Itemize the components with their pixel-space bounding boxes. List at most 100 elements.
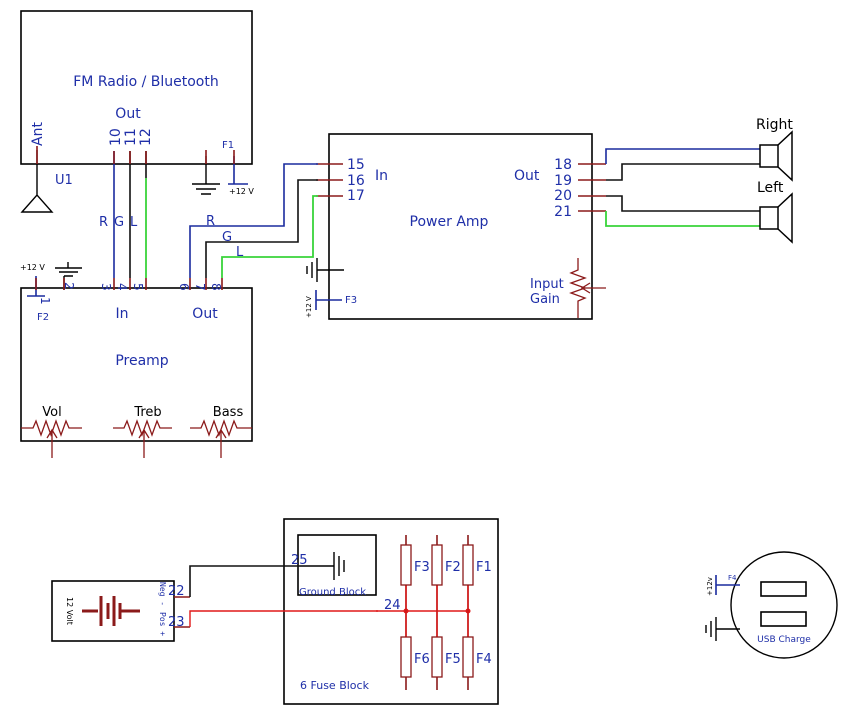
preamp-pin-3: 3 — [99, 283, 113, 291]
radio-to-preamp-wires: R G L — [99, 151, 147, 278]
fuse-block-module: 6 Fuse Block Ground Block 25 24 F3 F2 F1… — [283, 518, 499, 705]
radio-pin-11: 11 — [123, 128, 139, 146]
preamp-pin-6: 6 — [177, 283, 191, 291]
battery-neg-label: Neg - — [158, 582, 167, 606]
preamp-pin-stubs — [35, 278, 223, 290]
battery-pin-22: 22 — [168, 584, 185, 599]
radio-pin-12: 12 — [138, 128, 154, 146]
wire-label-l-in: L — [130, 215, 138, 230]
preamp-pin-1: 1 — [38, 297, 52, 305]
right-speaker-cone — [777, 130, 793, 182]
wire-left-pos — [606, 195, 760, 212]
usb-fuse-label: F4 — [728, 574, 737, 582]
preamp-box — [20, 287, 253, 442]
amp-ground-icon — [306, 258, 344, 282]
radio-supply-label: +12 V — [229, 187, 254, 196]
radio-ground-icon — [192, 156, 220, 195]
battery-pin-stubs — [174, 596, 190, 628]
fuse-label-f4: F4 — [476, 652, 492, 667]
amp-fuse-label: F3 — [345, 295, 357, 306]
amp-pin-16: 16 — [347, 173, 365, 189]
radio-fuse-label: F1 — [222, 140, 234, 151]
wire-battery-neg — [189, 565, 300, 597]
ground-pin-25: 25 — [291, 553, 308, 568]
power-amp-module: Power Amp In Out 15 16 17 18 19 20 21 In… — [305, 133, 606, 320]
bus-pin-24: 24 — [384, 598, 401, 613]
wire-g-out — [205, 179, 318, 278]
vol-pot-icon — [21, 419, 82, 458]
fuse-label-f2: F2 — [445, 560, 461, 575]
amp-pin-15: 15 — [347, 157, 365, 173]
ground-block-label: Ground Block — [299, 587, 366, 598]
preamp-out-label: Out — [192, 306, 218, 322]
fuse-f3-icon — [400, 544, 412, 586]
battery-pos-label: Pos + — [158, 612, 167, 636]
right-speaker: Right — [756, 117, 793, 182]
fuse-f2-icon — [431, 544, 443, 586]
preamp-fuse-label: F2 — [37, 312, 49, 323]
left-speaker-label: Left — [757, 180, 784, 196]
usb-supply-icon — [715, 575, 740, 595]
usb-supply-label: +12v — [706, 577, 714, 596]
preamp-title: Preamp — [115, 353, 168, 369]
amp-title: Power Amp — [410, 214, 489, 230]
battery-wires — [189, 565, 378, 627]
battery-label: 12 Volt — [65, 597, 74, 625]
usb-body — [730, 551, 838, 659]
amp-in-label: In — [375, 168, 388, 184]
battery-box — [51, 580, 175, 642]
right-speaker-icon — [759, 144, 779, 168]
right-speaker-label: Right — [756, 117, 793, 133]
wire-right-neg — [606, 163, 760, 181]
preamp-in-label: In — [115, 306, 128, 322]
fuse-f4-icon — [462, 636, 474, 678]
amp-gain-label-1: Input — [530, 277, 564, 292]
preamp-module: Preamp In Out 1 2 3 4 5 6 7 8 +12 V F2 V… — [20, 262, 253, 458]
amp-output-pins — [578, 163, 606, 212]
preamp-pin-4: 4 — [115, 283, 129, 291]
radio-pin-10: 10 — [108, 128, 124, 146]
wire-right-pos — [605, 148, 760, 164]
preamp-control-bass: Bass — [213, 405, 244, 420]
fuse-label-f1: F1 — [476, 560, 492, 575]
amp-pin-18: 18 — [554, 157, 572, 173]
wire-l-out — [221, 195, 318, 278]
preamp-control-treb: Treb — [133, 405, 161, 420]
preamp-ground-icon — [55, 262, 82, 277]
amp-supply-label: +12 V — [305, 296, 313, 318]
antenna-label: Ant — [30, 122, 46, 146]
usb-port-1 — [760, 581, 807, 597]
amp-pin-20: 20 — [554, 188, 572, 204]
usb-port-2 — [760, 611, 807, 627]
radio-box — [20, 10, 253, 165]
preamp-pin-7: 7 — [193, 283, 207, 291]
wire-label-r-out: R — [206, 214, 215, 229]
fuse-label-f3: F3 — [414, 560, 430, 575]
radio-title: FM Radio / Bluetooth — [73, 74, 219, 90]
left-speaker: Left — [757, 180, 793, 244]
wire-r-out — [189, 163, 318, 278]
battery-icon — [82, 596, 140, 626]
fuse-f6-icon — [400, 636, 412, 678]
gain-pot-icon — [569, 258, 606, 318]
preamp-supply-label: +12 V — [20, 263, 45, 272]
left-speaker-icon — [759, 206, 779, 230]
wire-left-neg — [605, 211, 760, 227]
ground-block-icon — [300, 552, 345, 580]
amp-input-pins — [316, 163, 343, 197]
fuse-f5-icon — [431, 636, 443, 678]
radio-ref: U1 — [55, 173, 73, 188]
preamp-pin-2: 2 — [62, 282, 76, 290]
preamp-pin-5: 5 — [131, 283, 145, 291]
usb-label: USB Charge — [757, 635, 811, 645]
preamp-pin-8: 8 — [209, 283, 223, 291]
usb-ground-icon — [705, 617, 740, 641]
usb-charger: USB Charge F4 +12v — [705, 551, 838, 659]
bass-pot-icon — [190, 419, 252, 458]
speaker-wires — [605, 148, 760, 227]
preamp-control-vol: Vol — [42, 405, 61, 420]
fuse-block-title: 6 Fuse Block — [300, 679, 370, 692]
wire-label-l-out: L — [236, 245, 244, 260]
preamp-to-amp-wires: R G L — [35, 163, 318, 290]
